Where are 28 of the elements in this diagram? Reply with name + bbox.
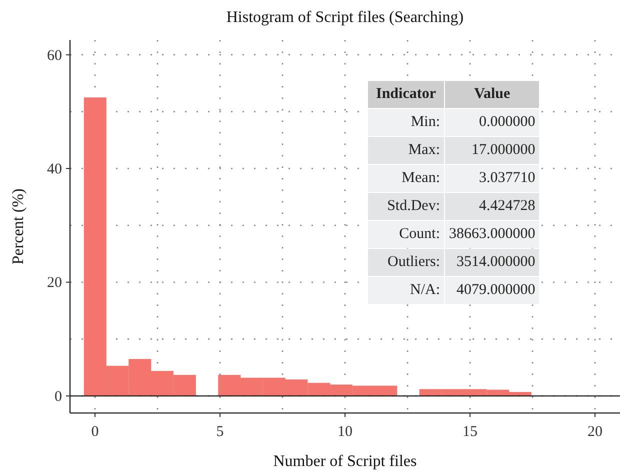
axis-tick-label: 20 xyxy=(47,275,62,292)
axis-tick-label: 15 xyxy=(462,424,478,440)
table-cell: 3.037710 xyxy=(445,165,540,192)
table-cell: 0.000000 xyxy=(445,109,540,136)
table-header-cell: Indicator xyxy=(368,81,444,108)
axis-tick-label: 40 xyxy=(47,162,62,178)
axis-tick-label: 20 xyxy=(588,424,602,440)
table-cell: 38663.000000 xyxy=(445,221,540,248)
axis-tick-label: 60 xyxy=(47,48,62,64)
table-header-cell: Value xyxy=(445,81,540,108)
x-axis-title: Number of Script files xyxy=(273,453,417,470)
table-cell: N/A: xyxy=(368,277,444,304)
axis-tick-label: 10 xyxy=(338,424,352,440)
table-cell: Min: xyxy=(368,109,444,136)
table-cell: Count: xyxy=(368,221,444,248)
axis-tick-label: 0 xyxy=(54,388,62,405)
table-cell: 17.000000 xyxy=(445,137,540,164)
axis-tick-label: 0 xyxy=(91,424,99,440)
table-cell: Outliers: xyxy=(368,249,444,276)
table-cell: Max: xyxy=(368,137,444,164)
y-axis-title: Percent (%) xyxy=(10,188,27,264)
table-cell: Mean: xyxy=(368,165,444,192)
axis-tick-label: 5 xyxy=(216,424,224,440)
table-cell: 3514.000000 xyxy=(445,249,540,276)
chart-title: Histogram of Script files (Searching) xyxy=(226,9,464,26)
table-cell: 4.424728 xyxy=(445,193,540,220)
table-cell: Std.Dev: xyxy=(368,193,444,220)
table-cell: 4079.000000 xyxy=(445,277,540,304)
